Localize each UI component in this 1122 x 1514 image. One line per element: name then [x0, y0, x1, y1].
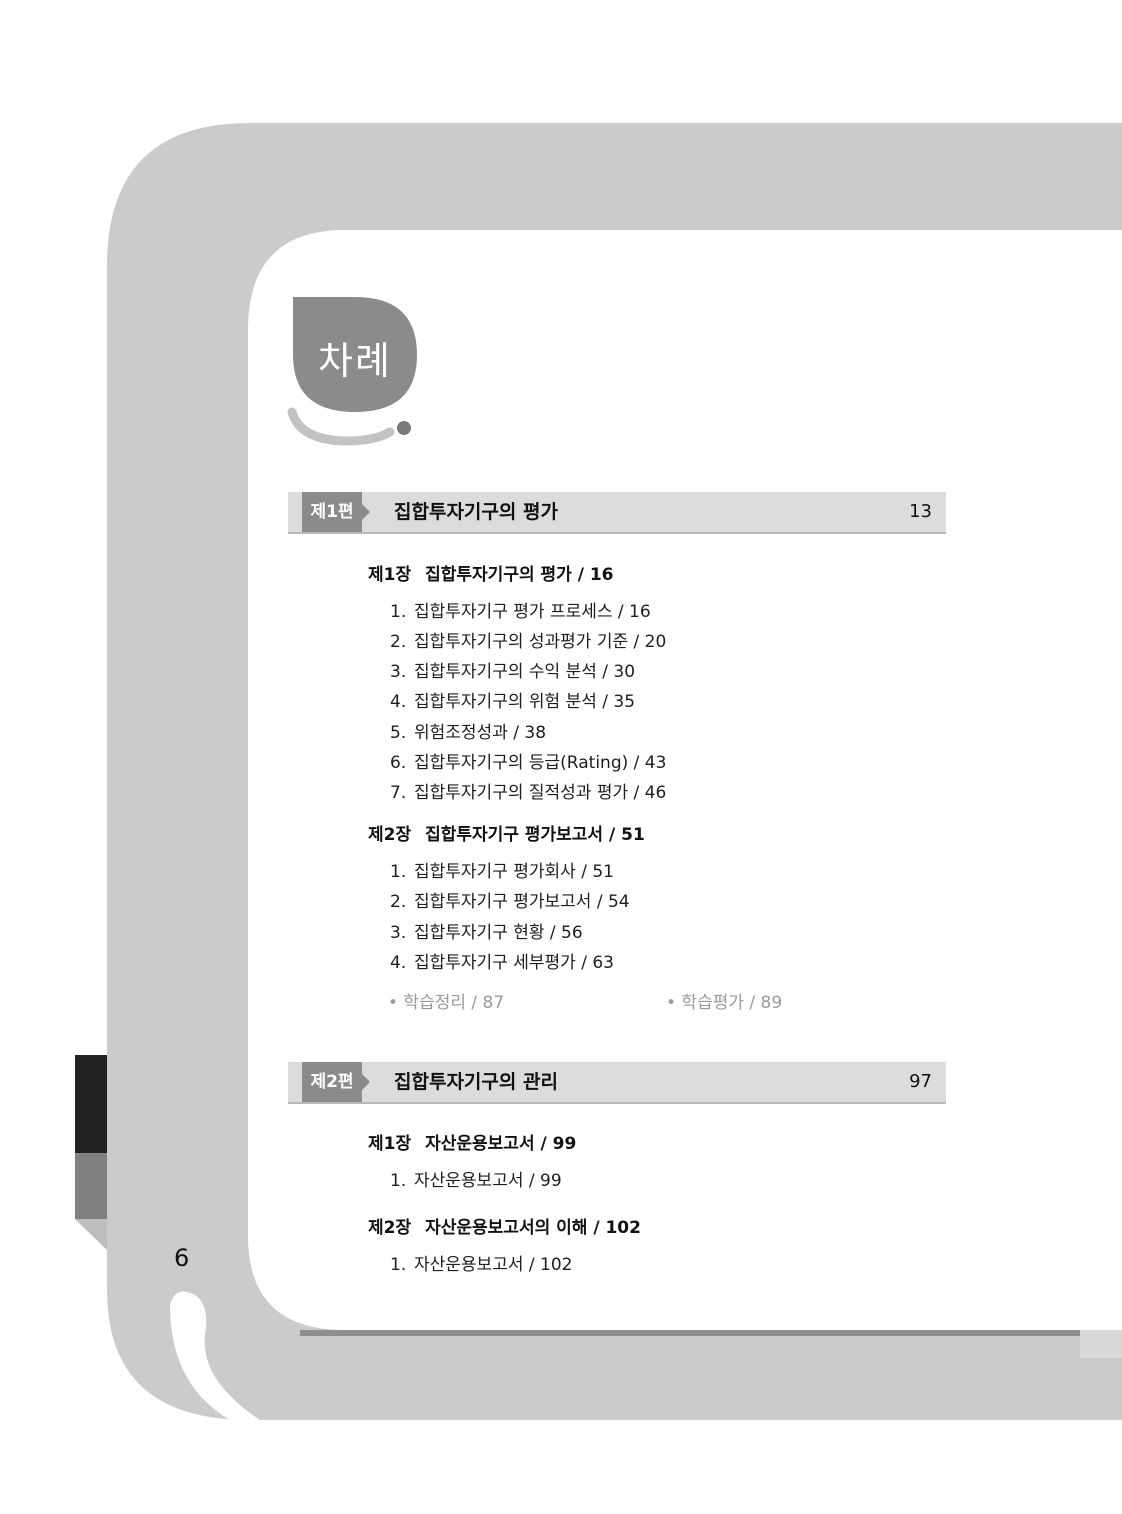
chapter-title: 집합투자기구의 평가 / 16	[425, 565, 614, 585]
list-item: 6. 집합투자기구의 등급(Rating) / 43	[390, 748, 666, 773]
part-page-number: 13	[909, 501, 932, 522]
item-number: 2.	[390, 632, 407, 652]
list-item: 5. 위험조정성과 / 38	[390, 718, 546, 743]
item-number: 2.	[390, 892, 407, 912]
hook-white	[170, 1291, 260, 1420]
list-item: 1. 자산운용보고서 / 102	[390, 1250, 572, 1275]
side-marker-black	[75, 1055, 107, 1153]
item-number: 1.	[390, 1171, 407, 1191]
item-text: 집합투자기구의 등급(Rating) / 43	[414, 753, 667, 773]
chapter-title: 집합투자기구 평가보고서 / 51	[425, 825, 645, 845]
item-number: 7.	[390, 783, 407, 803]
item-text: 집합투자기구 평가회사 / 51	[414, 862, 614, 882]
toc-badge	[293, 297, 417, 412]
item-text: 집합투자기구의 수익 분석 / 30	[414, 662, 636, 682]
item-text: 집합투자기구 현황 / 56	[414, 923, 583, 943]
list-item: 2. 집합투자기구 평가보고서 / 54	[390, 887, 630, 912]
item-text: 집합투자기구의 위험 분석 / 35	[414, 692, 636, 712]
chapter-heading: 제1장 자산운용보고서 / 99	[368, 1129, 576, 1154]
part-label: 제2편	[302, 1062, 370, 1102]
item-number: 1.	[390, 862, 407, 882]
item-text: 자산운용보고서 / 102	[414, 1255, 573, 1275]
item-number: 1.	[390, 602, 407, 622]
study-evaluation: • 학습평가 / 89	[666, 993, 783, 1013]
item-text: 집합투자기구 평가 프로세스 / 16	[414, 602, 651, 622]
chapter-label: 제1장	[368, 565, 412, 585]
list-item: 1. 집합투자기구 평가회사 / 51	[390, 857, 614, 882]
chapter-heading: 제2장 집합투자기구 평가보고서 / 51	[368, 820, 645, 845]
item-text: 위험조정성과 / 38	[414, 723, 547, 743]
part-header-1: 제1편 집합투자기구의 평가 13	[288, 492, 946, 534]
item-text: 집합투자기구의 질적성과 평가 / 46	[414, 783, 667, 803]
list-item: 3. 집합투자기구 현황 / 56	[390, 918, 583, 943]
study-summary: • 학습정리 / 87	[388, 993, 505, 1013]
item-text: 자산운용보고서 / 99	[414, 1171, 562, 1191]
part-title: 집합투자기구의 평가	[394, 501, 558, 523]
list-item: 2. 집합투자기구의 성과평가 기준 / 20	[390, 627, 666, 652]
part-page-number: 97	[909, 1071, 932, 1092]
item-number: 5.	[390, 723, 407, 743]
chapter-label: 제1장	[368, 1134, 412, 1154]
item-number: 3.	[390, 923, 407, 943]
list-item: 3. 집합투자기구의 수익 분석 / 30	[390, 657, 635, 682]
item-number: 4.	[390, 692, 407, 712]
item-number: 4.	[390, 953, 407, 973]
list-item: 7. 집합투자기구의 질적성과 평가 / 46	[390, 778, 666, 803]
toc-title: 차례	[318, 339, 392, 383]
panel-shadow-right	[1080, 1330, 1122, 1358]
chapter-heading: 제1장 집합투자기구의 평가 / 16	[368, 560, 614, 585]
list-item: 4. 집합투자기구 세부평가 / 63	[390, 948, 614, 973]
page-number: 6	[174, 1244, 190, 1272]
toc-badge-swoosh	[287, 407, 395, 446]
chapter-label: 제2장	[368, 1218, 412, 1238]
list-item: 1. 자산운용보고서 / 99	[390, 1166, 562, 1191]
item-number: 3.	[390, 662, 407, 682]
part-label: 제1편	[302, 492, 370, 532]
item-text: 집합투자기구 세부평가 / 63	[414, 953, 614, 973]
panel-shadow	[300, 1330, 1080, 1336]
item-number: 1.	[390, 1255, 407, 1275]
part-title: 집합투자기구의 관리	[394, 1071, 558, 1093]
chapter-title: 자산운용보고서의 이해 / 102	[425, 1218, 641, 1238]
chapter-label: 제2장	[368, 825, 412, 845]
chapter-title: 자산운용보고서 / 99	[425, 1134, 577, 1154]
list-item: 1. 집합투자기구 평가 프로세스 / 16	[390, 597, 651, 622]
item-text: 집합투자기구 평가보고서 / 54	[414, 892, 630, 912]
item-number: 6.	[390, 753, 407, 773]
toc-badge-dot	[397, 421, 411, 435]
list-item: 4. 집합투자기구의 위험 분석 / 35	[390, 687, 635, 712]
item-text: 집합투자기구의 성과평가 기준 / 20	[414, 632, 667, 652]
side-marker-gray	[75, 1153, 107, 1219]
chapter-heading: 제2장 자산운용보고서의 이해 / 102	[368, 1213, 641, 1238]
part-header-2: 제2편 집합투자기구의 관리 97	[288, 1062, 946, 1104]
side-marker-diagonal	[75, 1219, 107, 1250]
